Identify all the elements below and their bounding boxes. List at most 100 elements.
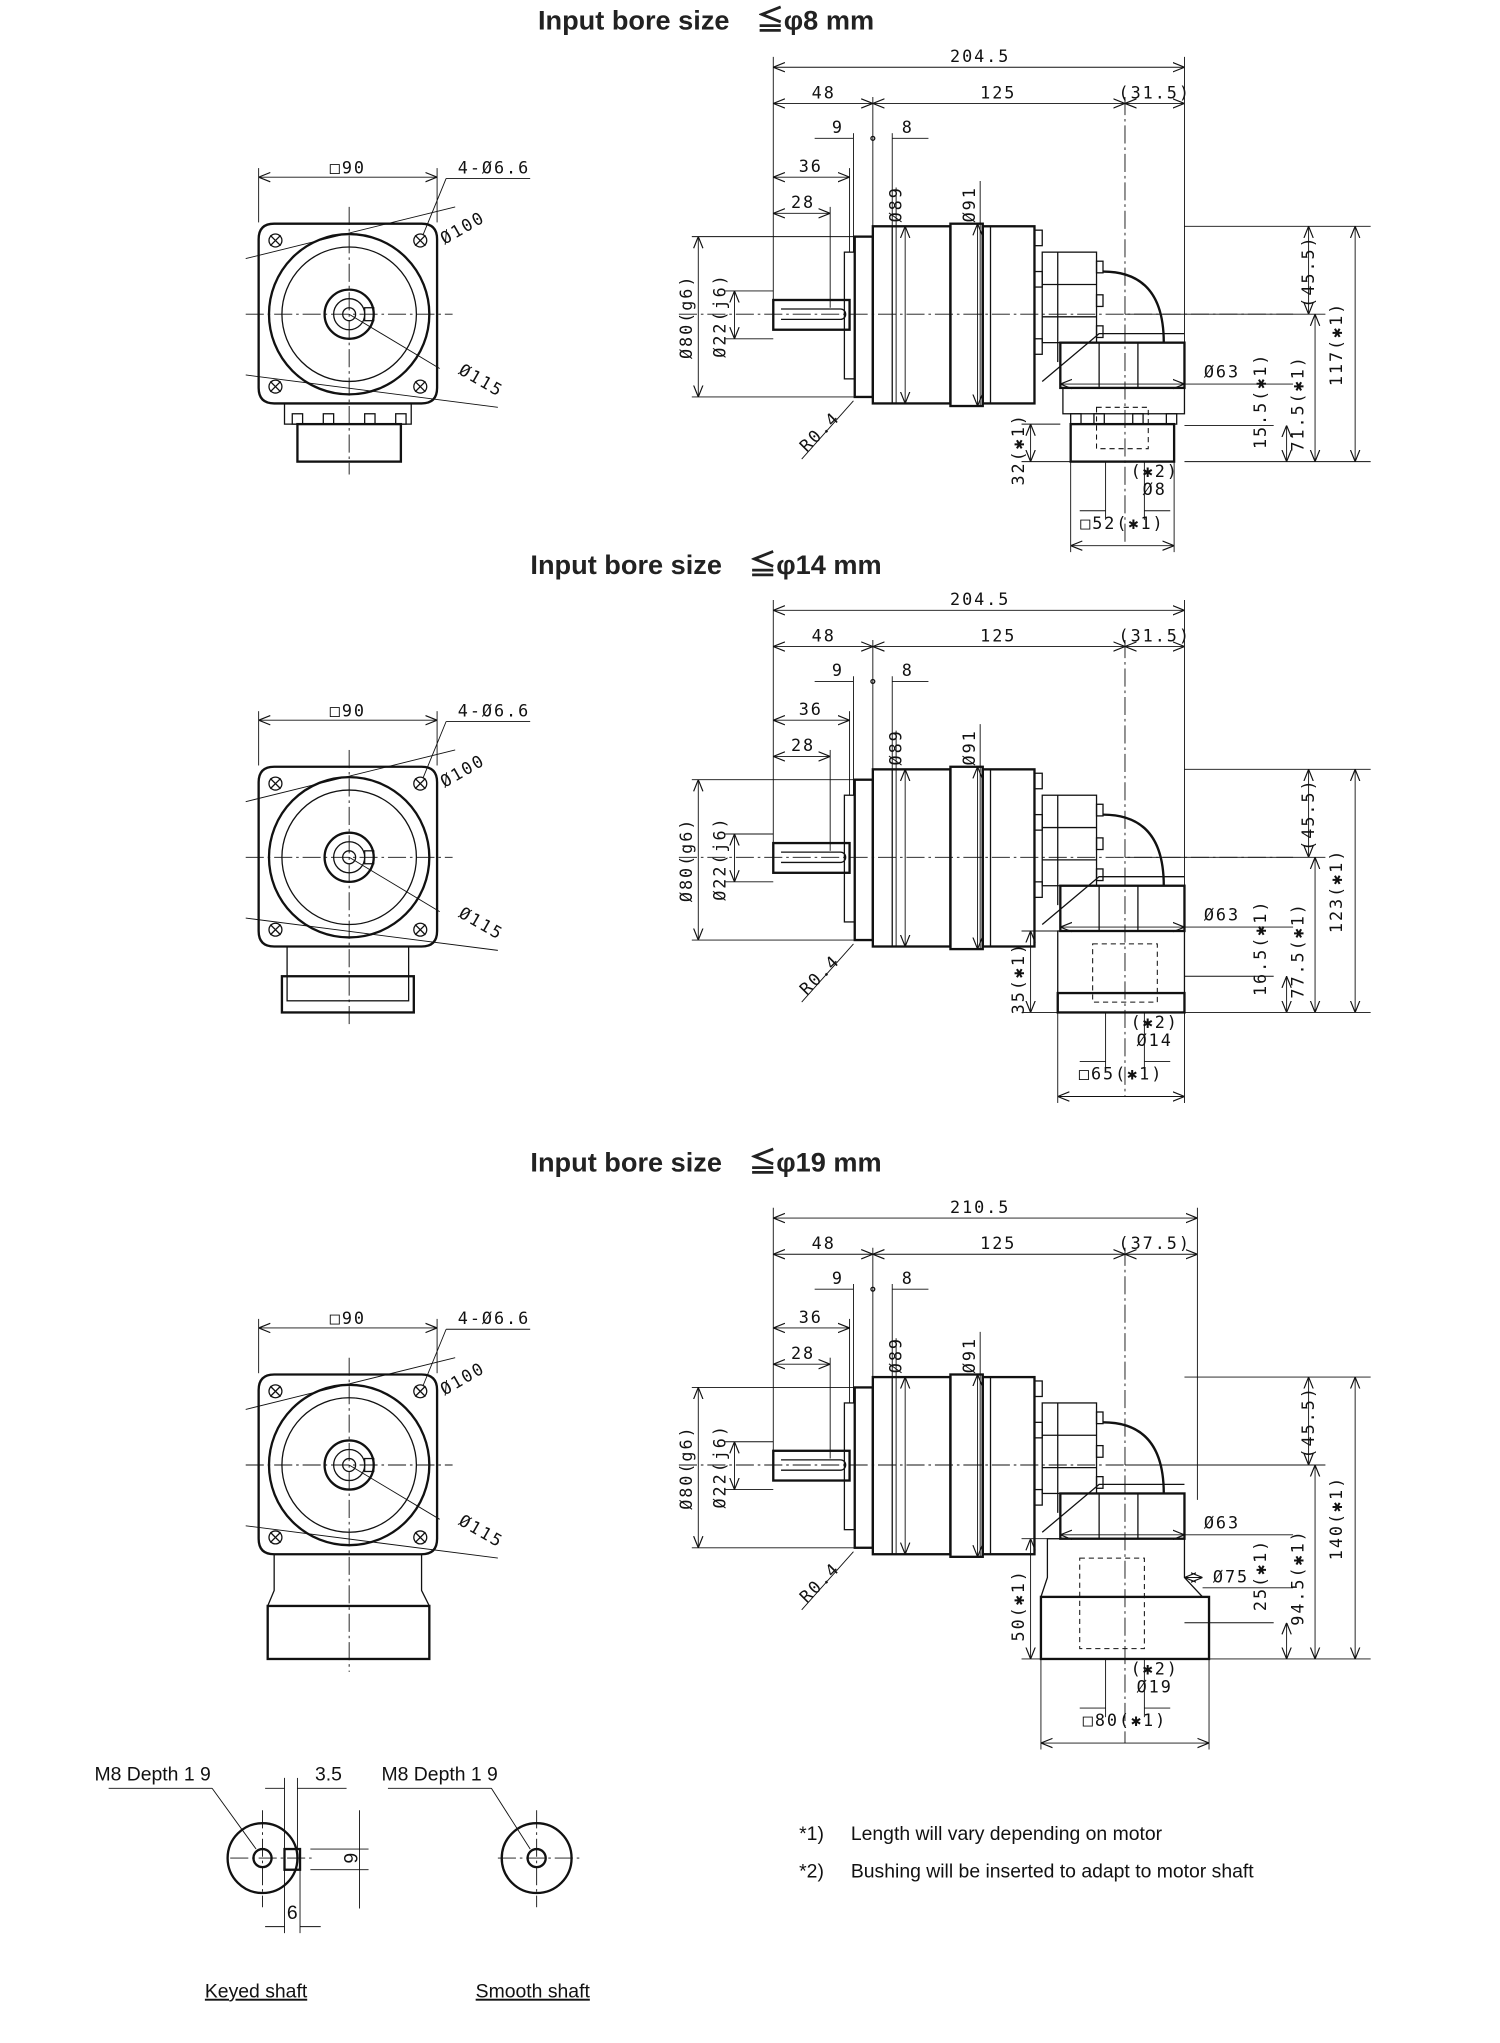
diameter-22-j6: Ø22(j6) bbox=[709, 816, 729, 900]
body-length: 125 bbox=[980, 625, 1016, 645]
output-shaft bbox=[772, 1449, 851, 1482]
mount-hole bbox=[268, 922, 283, 937]
mount-hole bbox=[268, 379, 283, 394]
dim-8: 8 bbox=[902, 660, 914, 680]
footnote-mark: *1) bbox=[799, 1823, 824, 1845]
square-flange-dimension: □90 bbox=[330, 1308, 366, 1328]
section-title: Input bore size ≦φ19 mm bbox=[530, 1146, 881, 1177]
footnote-mark: *2) bbox=[799, 1860, 824, 1882]
keyed-tap-label: M8 Depth 1 9 bbox=[94, 1764, 210, 1786]
line bbox=[348, 1464, 440, 1520]
key-height-dimension: 6 bbox=[339, 1853, 361, 1864]
angle-housing bbox=[1041, 1402, 1098, 1495]
mount-hole bbox=[268, 1384, 283, 1399]
motor-adapter bbox=[1039, 1595, 1211, 1661]
fillet-radius: R0.4 bbox=[795, 950, 843, 998]
line bbox=[269, 380, 282, 393]
output-housing bbox=[1059, 341, 1186, 390]
bolt-head bbox=[1033, 1488, 1043, 1506]
outline bbox=[291, 413, 304, 425]
input-bore bbox=[1096, 406, 1149, 450]
footnote-text: Bushing will be inserted to adapt to mot… bbox=[851, 1860, 1254, 1882]
bolt-head bbox=[1095, 1444, 1104, 1458]
line bbox=[245, 1357, 456, 1410]
motor-adapter bbox=[296, 422, 403, 463]
mount-holes-dimension: 4-Ø6.6 bbox=[458, 157, 530, 177]
key bbox=[364, 307, 375, 322]
line bbox=[245, 917, 498, 951]
dim-36: 36 bbox=[799, 699, 823, 719]
diameter-63: Ø63 bbox=[1204, 905, 1240, 925]
diameter-91: Ø91 bbox=[959, 186, 979, 222]
square-flange-dimension: □90 bbox=[330, 700, 366, 720]
housing-stage-1 bbox=[871, 768, 952, 948]
input-length: 48 bbox=[812, 625, 836, 645]
outer-diameter-dimension: Ø115 bbox=[456, 902, 508, 943]
dim-28: 28 bbox=[791, 735, 815, 755]
line bbox=[414, 777, 426, 790]
pilot-flange bbox=[853, 1386, 875, 1549]
input-bore bbox=[1079, 1557, 1145, 1650]
diameter-22-j6: Ø22(j6) bbox=[709, 1424, 729, 1508]
mount-hole bbox=[413, 1384, 428, 1399]
pcd-circle bbox=[281, 246, 418, 383]
height-top: (45.5) bbox=[1298, 1386, 1318, 1458]
footnotes: *1)Length will vary depending on motor*2… bbox=[799, 1823, 1254, 1882]
pcd-dimension: Ø100 bbox=[437, 1358, 489, 1399]
smooth-tap-label: M8 Depth 1 9 bbox=[382, 1764, 498, 1786]
bolt-head bbox=[1095, 325, 1104, 339]
line bbox=[801, 1551, 854, 1611]
output-offset: (31.5) bbox=[1119, 82, 1191, 102]
line bbox=[422, 178, 447, 236]
line bbox=[801, 943, 854, 1003]
square-flange-dimension: □90 bbox=[330, 157, 366, 177]
bushing-note-mark: (✱2) bbox=[1131, 461, 1179, 481]
line bbox=[269, 234, 282, 247]
section-title: Input bore size ≦φ14 mm bbox=[530, 549, 881, 580]
mount-hole bbox=[413, 776, 428, 791]
height-total: 123(✱1) bbox=[1326, 849, 1346, 933]
fillet-radius: R0.4 bbox=[795, 407, 843, 455]
bolt-head bbox=[1033, 1380, 1043, 1398]
adapter-square: □52(✱1) bbox=[1080, 513, 1164, 533]
line bbox=[348, 856, 440, 912]
key bbox=[364, 1457, 375, 1473]
keyway bbox=[781, 1459, 847, 1471]
key-width-dimension: 6 bbox=[287, 1902, 298, 1924]
bolt-head bbox=[1093, 413, 1105, 425]
input-bore bbox=[1092, 943, 1158, 1003]
height-b: 94.5(✱1) bbox=[1287, 1529, 1307, 1625]
keyed-shaft-label: Keyed shaft bbox=[205, 1981, 308, 2003]
angle-housing bbox=[1041, 794, 1098, 887]
housing-circle bbox=[267, 1383, 431, 1547]
line bbox=[269, 777, 282, 790]
adapter-height: 50(✱1) bbox=[1008, 1569, 1028, 1641]
elbow-curve bbox=[1102, 270, 1165, 343]
motor-adapter bbox=[280, 975, 415, 1014]
outer-diameter-dimension: Ø115 bbox=[456, 359, 508, 400]
diameter-80-g6: Ø80(g6) bbox=[676, 1425, 696, 1509]
line bbox=[269, 1385, 282, 1397]
keyway bbox=[781, 851, 847, 864]
elbow-curve bbox=[1102, 813, 1165, 886]
body-length: 125 bbox=[980, 1233, 1016, 1253]
bolt-head bbox=[1095, 868, 1104, 882]
line bbox=[211, 1788, 257, 1850]
line bbox=[414, 1531, 426, 1544]
bolt-head bbox=[1033, 229, 1043, 247]
bolt-head bbox=[1095, 260, 1104, 274]
bolt-head bbox=[1095, 1476, 1104, 1489]
diameter-80-g6: Ø80(g6) bbox=[676, 818, 696, 902]
adapter-flange bbox=[266, 1553, 431, 1607]
key-slot bbox=[283, 1847, 302, 1871]
line bbox=[245, 749, 456, 803]
pilot-flange bbox=[853, 235, 875, 399]
dot bbox=[870, 678, 876, 685]
dim-9: 9 bbox=[832, 1268, 844, 1288]
adapter-flange bbox=[286, 945, 410, 1002]
